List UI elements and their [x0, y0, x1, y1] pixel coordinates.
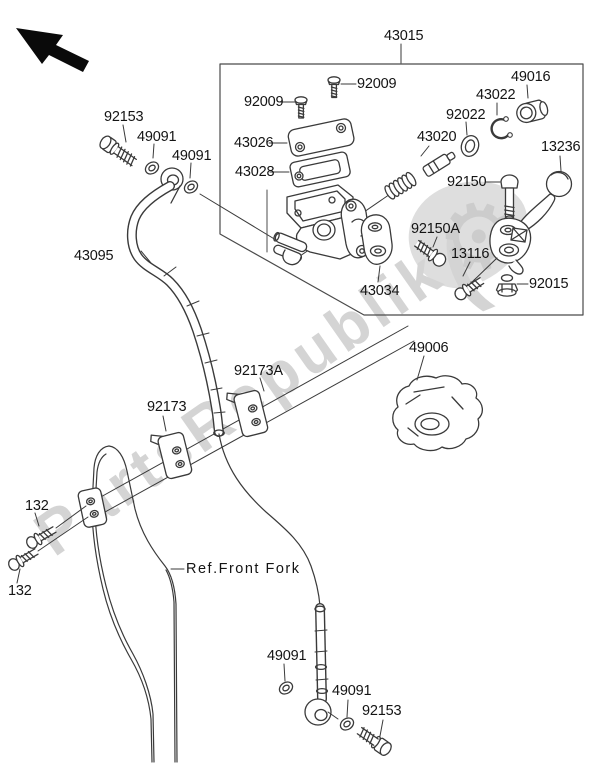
part-label-43034: 43034 — [360, 283, 400, 299]
part-label-92009-right: 92009 — [357, 76, 397, 92]
direction-arrow-icon — [16, 28, 89, 72]
piston-assembly — [384, 145, 456, 200]
bolt-132-upper — [26, 505, 87, 549]
part-label-13116: 13116 — [451, 246, 490, 262]
hose-clamp-92173A — [226, 389, 269, 438]
bolt-132-lower — [8, 516, 89, 584]
part-label-43095: 43095 — [74, 248, 114, 264]
part-label-92153-bottom: 92153 — [362, 703, 402, 719]
front-fork-guard — [91, 445, 185, 763]
part-label-132-upper: 132 — [25, 498, 49, 514]
part-label-92150: 92150 — [447, 174, 487, 190]
part-label-132-lower: 132 — [8, 583, 32, 599]
pivot-bolt-92150 — [485, 174, 519, 221]
bolt-92150A — [414, 236, 447, 267]
part-label-13236: 13236 — [541, 139, 581, 155]
leader-92173 — [162, 415, 167, 432]
reservoir-cap — [268, 118, 355, 157]
part-label-43020: 43020 — [417, 129, 457, 145]
banjo-bolt-top — [99, 124, 199, 194]
part-label-92173: 92173 — [147, 399, 187, 415]
part-label-92015: 92015 — [529, 276, 569, 292]
master-cylinder-body — [273, 184, 375, 266]
banjo-bolt-bottom — [278, 663, 392, 756]
part-label-92022: 92022 — [446, 107, 486, 123]
circlip-43022 — [490, 102, 513, 140]
bolt-13116 — [454, 277, 485, 301]
clamp-43034 — [360, 214, 393, 283]
leader-92022 — [465, 121, 468, 136]
part-label-92009-left: 92009 — [244, 94, 284, 110]
part-label-49091-top-1: 49091 — [137, 129, 177, 145]
hose-clamp-92173 — [150, 431, 193, 480]
part-label-49091-bot-1: 49091 — [267, 648, 307, 664]
part-label-92173A: 92173A — [234, 363, 283, 379]
reservoir-screws — [279, 76, 357, 119]
part-label-43026: 43026 — [234, 135, 274, 151]
locknut-92015 — [495, 274, 529, 297]
part-label-49006: 49006 — [409, 340, 449, 356]
part-label-43022: 43022 — [476, 87, 516, 103]
leader-92173A — [259, 377, 265, 392]
diaphragm-plate — [266, 151, 351, 253]
part-label-49091-bot-2: 49091 — [332, 683, 372, 699]
part-label-49016: 49016 — [511, 69, 551, 85]
part-label-43028: 43028 — [235, 164, 275, 180]
brake-hose — [126, 167, 339, 726]
dust-boot-49006 — [392, 355, 483, 452]
part-label-49091-top-2: 49091 — [172, 148, 212, 164]
washer-92022 — [460, 135, 480, 157]
leader-13116 — [462, 261, 471, 277]
part-label-92153-top: 92153 — [104, 109, 144, 125]
guard-bracket — [77, 487, 108, 528]
part-label-92150A: 92150A — [411, 221, 460, 237]
part-label-43015: 43015 — [384, 28, 424, 44]
ref-front-fork-note: Ref.Front Fork — [186, 561, 301, 577]
brake-lever — [469, 155, 573, 285]
dust-cap-49016 — [516, 84, 549, 124]
